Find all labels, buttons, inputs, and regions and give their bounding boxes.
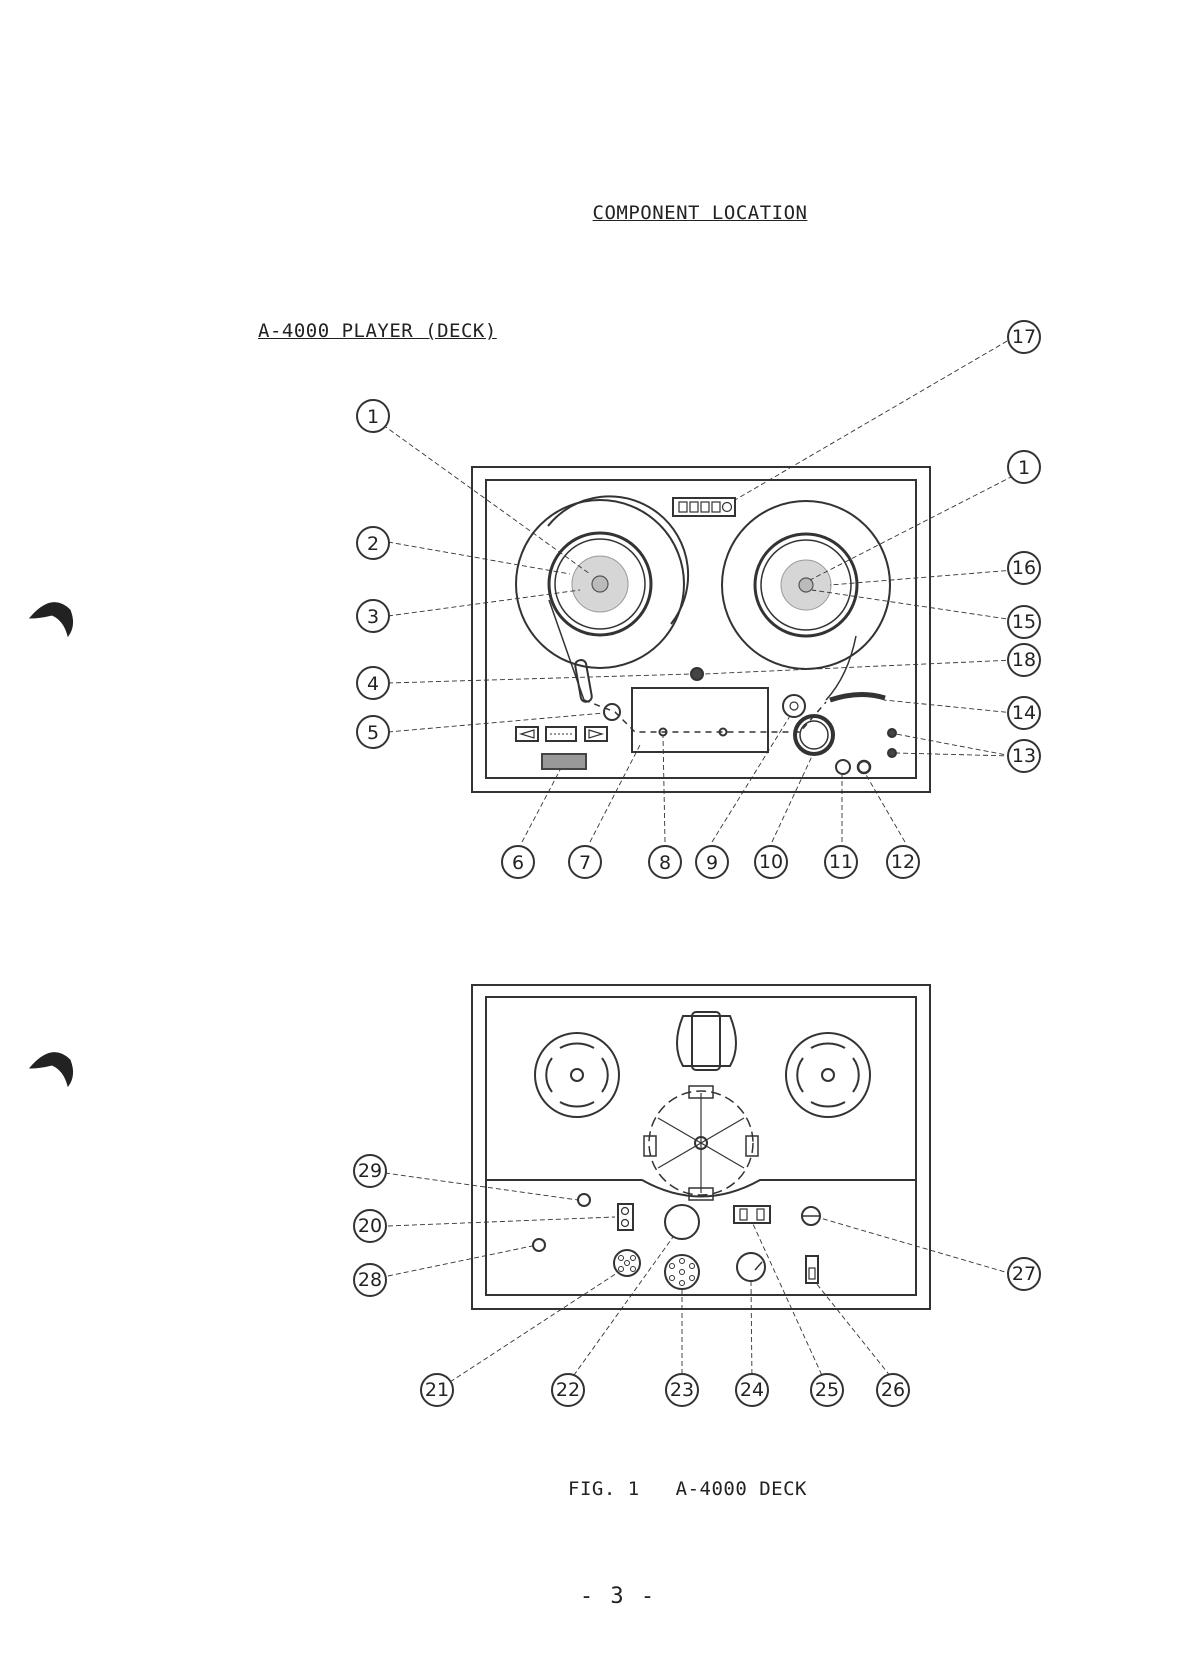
callout-17: 17 <box>1008 321 1040 353</box>
svg-text:17: 17 <box>1012 326 1036 348</box>
takeup-reel <box>722 501 890 669</box>
motor <box>677 1016 736 1066</box>
reel-motor-left <box>535 1033 619 1117</box>
svg-text:29: 29 <box>358 1160 382 1182</box>
callout-13: 13 <box>1008 740 1040 772</box>
page-number: - 3 - <box>0 1584 1179 1609</box>
svg-text:14: 14 <box>1012 702 1036 724</box>
svg-text:26: 26 <box>881 1379 905 1401</box>
bottom-deck-view <box>472 985 930 1309</box>
head-cover <box>632 688 768 752</box>
deck-inner-panel <box>486 480 916 778</box>
callout-4: 4 <box>357 667 389 699</box>
svg-text:24: 24 <box>740 1379 764 1401</box>
svg-text:22: 22 <box>556 1379 580 1401</box>
leader-lines-top <box>383 337 1014 842</box>
callout-27: 27 <box>1008 1258 1040 1290</box>
stop-bar <box>542 754 586 769</box>
callout-29: 29 <box>354 1155 386 1187</box>
tape-counter <box>673 498 735 516</box>
svg-text:13: 13 <box>1012 745 1036 767</box>
callout-16: 16 <box>1008 552 1040 584</box>
svg-text:15: 15 <box>1012 611 1036 633</box>
control-knob <box>691 668 703 680</box>
callout-14: 14 <box>1008 697 1040 729</box>
callout-20: 20 <box>354 1210 386 1242</box>
binder-mark-top <box>30 603 73 636</box>
callout-23: 23 <box>666 1374 698 1406</box>
supply-reel <box>516 496 688 668</box>
control-12 <box>858 761 870 773</box>
tension-arm-left <box>549 600 593 703</box>
svg-text:28: 28 <box>358 1269 382 1291</box>
callout-26: 26 <box>877 1374 909 1406</box>
svg-text:5: 5 <box>367 722 379 744</box>
indicator-13b <box>888 749 896 757</box>
callout-1-left: 1 <box>357 400 389 432</box>
control-11 <box>836 760 850 774</box>
din-socket-21 <box>614 1250 640 1276</box>
callout-21: 21 <box>421 1374 453 1406</box>
svg-text:20: 20 <box>358 1215 382 1237</box>
knob-24 <box>737 1253 765 1281</box>
flywheel <box>644 1086 758 1200</box>
svg-text:11: 11 <box>829 851 853 873</box>
capstan <box>783 695 805 717</box>
callout-3: 3 <box>357 600 389 632</box>
callout-10: 10 <box>755 846 787 878</box>
callout-7: 7 <box>569 846 601 878</box>
svg-text:23: 23 <box>670 1379 694 1401</box>
figure-name: A-4000 DECK <box>676 1478 807 1500</box>
svg-text:21: 21 <box>425 1379 449 1401</box>
transport-buttons <box>516 727 607 741</box>
callout-1-right: 1 <box>1008 451 1040 483</box>
binder-mark-bottom <box>30 1053 73 1086</box>
svg-text:9: 9 <box>706 852 718 874</box>
svg-text:27: 27 <box>1012 1263 1036 1285</box>
callout-5: 5 <box>357 716 389 748</box>
callout-28: 28 <box>354 1264 386 1296</box>
figure-number: FIG. 1 <box>568 1478 640 1500</box>
callouts-top: 1 1 2 3 4 5 6 7 <box>357 321 1040 878</box>
svg-text:6: 6 <box>512 852 524 874</box>
svg-text:4: 4 <box>367 673 379 695</box>
connector-28 <box>533 1239 545 1251</box>
connector-29 <box>578 1194 590 1206</box>
callout-2: 2 <box>357 527 389 559</box>
connector-22 <box>665 1205 699 1239</box>
reel-motor-right <box>786 1033 870 1117</box>
svg-text:2: 2 <box>367 533 379 555</box>
callout-11: 11 <box>825 846 857 878</box>
callout-24: 24 <box>736 1374 768 1406</box>
callout-22: 22 <box>552 1374 584 1406</box>
callout-12: 12 <box>887 846 919 878</box>
indicator-13a <box>888 729 896 737</box>
svg-text:16: 16 <box>1012 557 1036 579</box>
top-deck-view <box>472 467 930 792</box>
svg-text:12: 12 <box>891 851 915 873</box>
callout-9: 9 <box>696 846 728 878</box>
svg-text:8: 8 <box>659 852 671 874</box>
svg-text:25: 25 <box>815 1379 839 1401</box>
callout-25: 25 <box>811 1374 843 1406</box>
callout-15: 15 <box>1008 606 1040 638</box>
guide-roller <box>604 704 620 720</box>
svg-text:18: 18 <box>1012 649 1036 671</box>
svg-text:1: 1 <box>1018 457 1030 479</box>
callout-18: 18 <box>1008 644 1040 676</box>
svg-text:1: 1 <box>367 406 379 428</box>
svg-text:10: 10 <box>759 851 783 873</box>
figure-caption: FIG. 1 A-4000 DECK <box>568 1478 807 1500</box>
callout-6: 6 <box>502 846 534 878</box>
svg-text:3: 3 <box>367 606 379 628</box>
callout-8: 8 <box>649 846 681 878</box>
svg-text:7: 7 <box>579 852 591 874</box>
din-socket-23 <box>665 1255 699 1289</box>
